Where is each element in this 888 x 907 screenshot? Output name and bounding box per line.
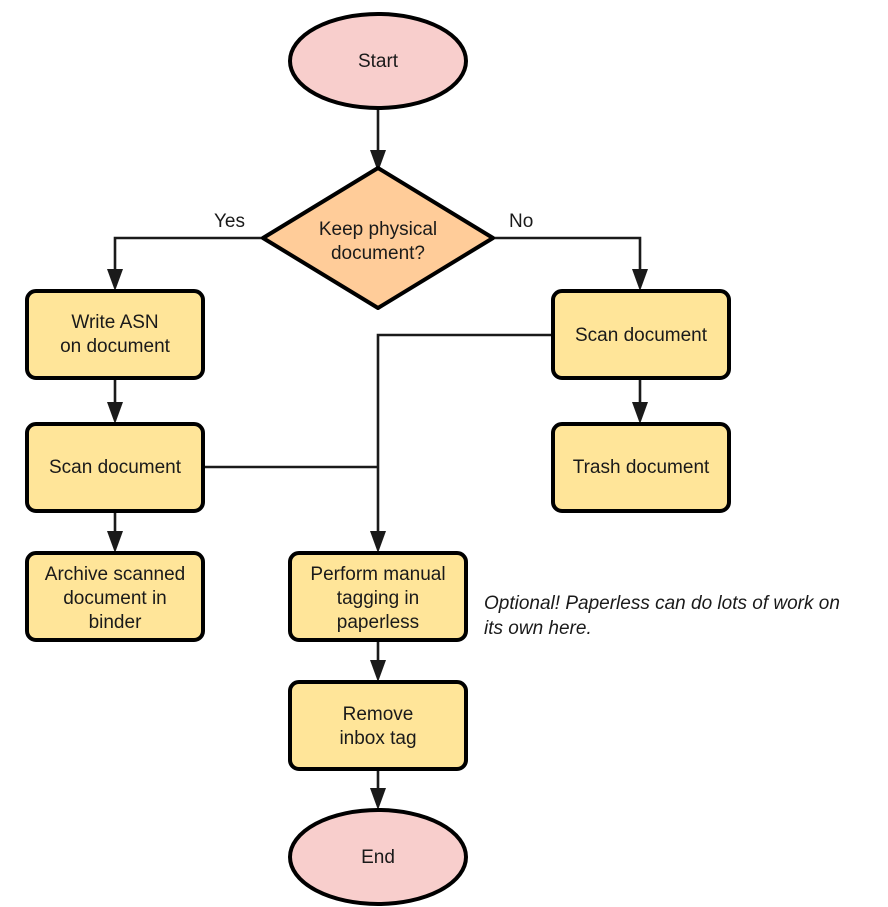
trash-document-label: Trash document [573,457,710,478]
node-end[interactable]: End [288,808,468,906]
node-perform-manual-tagging[interactable]: Perform manual tagging in paperless [288,551,468,642]
trash-document-box [551,422,731,513]
edge-label-no: No [509,211,533,232]
edge-tagging-to-remove-inbox [370,640,386,682]
remove-inbox-box [288,680,468,771]
edge-label-yes: Yes [214,211,245,232]
annotation-optional-paperless: Optional! Paperless can do lots of work … [484,593,840,639]
edge-decision-yes-to-write-asn [107,236,263,291]
node-archive-scanned-document[interactable]: Archive scanned document in binder [25,551,205,642]
start-label: Start [358,51,399,72]
edge-start-to-decision [370,108,386,172]
scan-document-left-label: Scan document [49,457,182,478]
arrowhead [107,269,123,291]
scan-document-right-label: Scan document [575,325,708,346]
tagging-label-line2: tagging in [337,588,419,609]
node-remove-inbox-tag[interactable]: Remove inbox tag [288,680,468,771]
node-trash-document[interactable]: Trash document [551,422,731,513]
end-ellipse [288,808,468,906]
tagging-box [288,551,468,642]
remove-inbox-label-line1: Remove [343,704,414,725]
scan-document-left-box [25,422,205,513]
arrowhead [632,269,648,291]
decision-diamond [261,166,495,310]
write-asn-box [25,289,205,380]
write-asn-label-line1: Write ASN [71,312,158,333]
edge-scan-right-to-trash [632,378,648,424]
arrowhead [370,150,386,172]
tagging-label-line3: paperless [337,612,419,633]
archive-label-line2: document in [63,588,167,609]
edge-line-segment [113,236,263,279]
scan-document-right-box [551,289,731,380]
annotation-line2: its own here. [484,618,592,639]
remove-inbox-label-line2: inbox tag [339,728,416,749]
edge-scan-right-to-tagging [370,333,553,553]
node-scan-document-right[interactable]: Scan document [551,289,731,380]
archive-label-line3: binder [89,612,142,633]
end-label: End [361,847,395,868]
decision-label-line2: document? [331,243,425,264]
edge-write-asn-to-scan-left [107,378,123,424]
node-start[interactable]: Start [288,12,468,110]
archive-label-line1: Archive scanned [45,564,185,585]
node-scan-document-left[interactable]: Scan document [25,422,205,513]
archive-box [25,551,205,642]
write-asn-label-line2: on document [60,336,171,357]
arrowhead [370,660,386,682]
arrowhead [632,402,648,424]
annotation-line1: Optional! Paperless can do lots of work … [484,593,840,614]
edge-decision-no-to-scan-right [493,236,648,291]
arrowhead [107,402,123,424]
node-write-asn-on-document[interactable]: Write ASN on document [25,289,205,380]
arrowhead [370,788,386,810]
tagging-label-line1: Perform manual [310,564,445,585]
arrowhead [370,531,386,553]
edge-line-segment [493,236,642,279]
start-ellipse [288,12,468,110]
node-keep-physical-document-decision[interactable]: Keep physical document? [261,166,495,310]
edge-remove-inbox-to-end [370,770,386,810]
decision-label-line1: Keep physical [319,219,437,240]
edge-scan-left-to-archive [107,511,123,553]
arrowhead [107,531,123,553]
edge-line-segment [376,333,553,541]
